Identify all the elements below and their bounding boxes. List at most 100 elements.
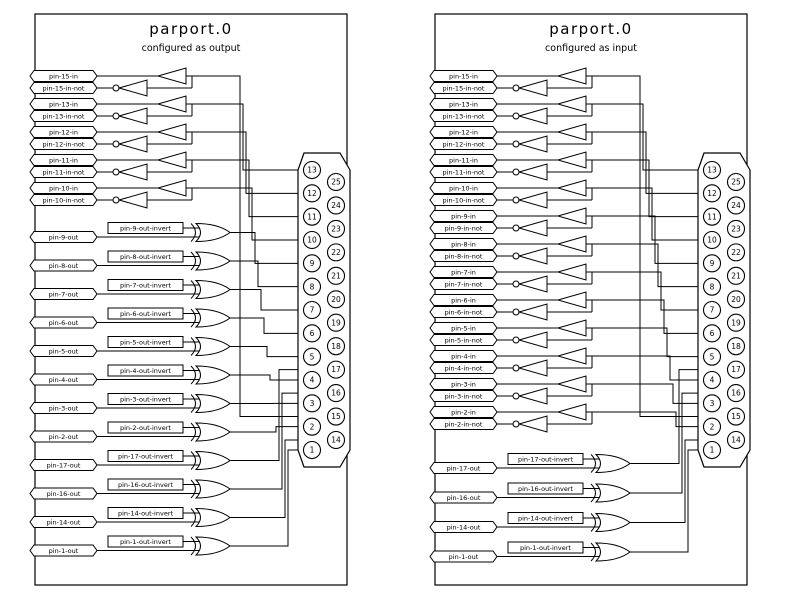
connector-pin-1 <box>702 440 722 460</box>
connector-pin-7 <box>702 300 722 320</box>
connector-pin-number: 6 <box>710 329 715 338</box>
xor-gate <box>194 507 231 528</box>
connector-pin-number: 15 <box>731 412 741 421</box>
connector-pin-12 <box>702 184 722 203</box>
connector-pin-number: 8 <box>710 282 715 291</box>
hal-pin-tag <box>29 82 98 94</box>
hal-pin-tag <box>429 418 498 430</box>
diagram-title: parport.0 <box>549 20 633 38</box>
xor-gate-input-arc <box>590 483 596 503</box>
connector-pin-1 <box>302 440 322 460</box>
parameter-box <box>107 307 184 320</box>
connector-pin-3 <box>702 394 722 413</box>
hal-pin-label: pin-2-in <box>451 408 476 416</box>
hal-pin-label: pin-10-in-not <box>443 196 485 204</box>
hal-pin-tag <box>429 82 498 94</box>
parameter-box <box>107 279 184 291</box>
hal-pin-tag <box>429 521 498 533</box>
buffer-gate <box>556 319 587 337</box>
connector-pin-6 <box>302 324 322 343</box>
hal-pin-tag <box>429 110 498 122</box>
hal-pin-label: pin-1-out <box>449 553 479 561</box>
connector-pin-number: 5 <box>710 352 715 361</box>
hal-pin-label: pin-15-in-not <box>443 84 485 92</box>
parameter-label: pin-9-out-invert <box>120 224 171 232</box>
hal-pin-label: pin-10-in-not <box>43 196 85 204</box>
connector-pin-number: 18 <box>731 342 741 351</box>
connector-pin-24 <box>726 196 746 215</box>
inverter-bubble <box>512 252 520 260</box>
hal-pin-label: pin-2-out <box>49 433 79 441</box>
parameter-label: pin-16-out-invert <box>518 485 574 493</box>
connector-pin-16 <box>726 384 746 403</box>
hal-pin-label: pin-11-in-not <box>443 168 485 176</box>
connector-pin-18 <box>726 337 746 356</box>
connector-pin-number: 10 <box>707 236 717 245</box>
wire <box>230 426 312 433</box>
hal-pin-tag <box>429 138 498 150</box>
xor-gate-input-arc <box>190 251 196 271</box>
connector-pin-number: 25 <box>331 178 341 187</box>
xor-gate <box>194 222 231 243</box>
connector-pin-5 <box>702 347 722 366</box>
hal-pin-tag <box>429 322 498 334</box>
connector-pin-number: 19 <box>731 318 741 327</box>
hal-pin-tag <box>29 110 98 122</box>
hal-pin-tag <box>429 306 498 318</box>
xor-gate <box>194 279 231 300</box>
inverter-gate <box>117 79 148 97</box>
diagram-subtitle: configured as input <box>545 43 637 54</box>
buffer-gate <box>556 179 587 197</box>
hal-pin-label: pin-8-out <box>49 262 79 270</box>
parameter-box <box>107 478 184 491</box>
hal-pin-tag <box>429 294 498 306</box>
hal-pin-label: pin-16-out <box>447 494 481 502</box>
connector-pin-number: 12 <box>707 189 717 198</box>
connector-pin-number: 19 <box>331 318 341 327</box>
inverter-gate <box>517 303 548 321</box>
connector-pin-number: 11 <box>707 212 717 221</box>
inverter-bubble <box>512 196 520 204</box>
hal-pin-tag <box>29 316 98 329</box>
diagram-input-mode: pin-15-inpin-15-in-notpin-13-inpin-13-in… <box>429 13 751 586</box>
connector-pin-10 <box>702 230 722 250</box>
connector-pin-number: 3 <box>310 399 315 408</box>
wire <box>630 449 712 553</box>
inverter-gate <box>517 247 548 265</box>
buffer-gate <box>156 95 187 113</box>
hal-pin-label: pin-16-out <box>47 490 81 498</box>
connector-pin-25 <box>326 172 346 192</box>
inverter-gate <box>517 107 548 125</box>
hal-pin-tag <box>29 98 98 110</box>
wire <box>191 159 312 218</box>
connector-pin-6 <box>702 324 722 343</box>
connector-pin-number: 4 <box>710 376 715 385</box>
hal-pin-tag <box>429 210 498 222</box>
connector-pin-number: 4 <box>310 376 315 385</box>
inverter-gate <box>517 191 548 209</box>
connector-pin-21 <box>726 266 746 285</box>
connector-pin-11 <box>302 207 322 226</box>
wire <box>591 383 712 404</box>
hal-pin-tag <box>29 166 98 178</box>
inverter-gate <box>517 387 548 405</box>
connector-pin-number: 24 <box>331 201 341 210</box>
hal-pin-label: pin-3-out <box>49 404 79 412</box>
wire <box>191 187 312 241</box>
buffer-gate <box>556 403 587 421</box>
hal-pin-tag <box>429 378 498 390</box>
hal-pin-label: pin-13-in <box>449 100 478 108</box>
connector-pin-number: 8 <box>310 282 315 291</box>
connector-pin-21 <box>326 266 346 285</box>
hal-pin-label: pin-5-in <box>451 324 476 332</box>
hal-pin-tag <box>29 487 98 500</box>
buffer-gate <box>556 123 587 141</box>
buffer-gate <box>556 375 587 393</box>
xor-gate <box>194 450 231 471</box>
inverter-bubble <box>512 168 520 176</box>
xor-gate-input-arc <box>190 479 196 499</box>
connector-pin-14 <box>326 430 346 450</box>
inverter-gate <box>517 415 548 433</box>
connector-pin-20 <box>326 290 346 309</box>
xor-gate-input-arc <box>190 337 196 356</box>
